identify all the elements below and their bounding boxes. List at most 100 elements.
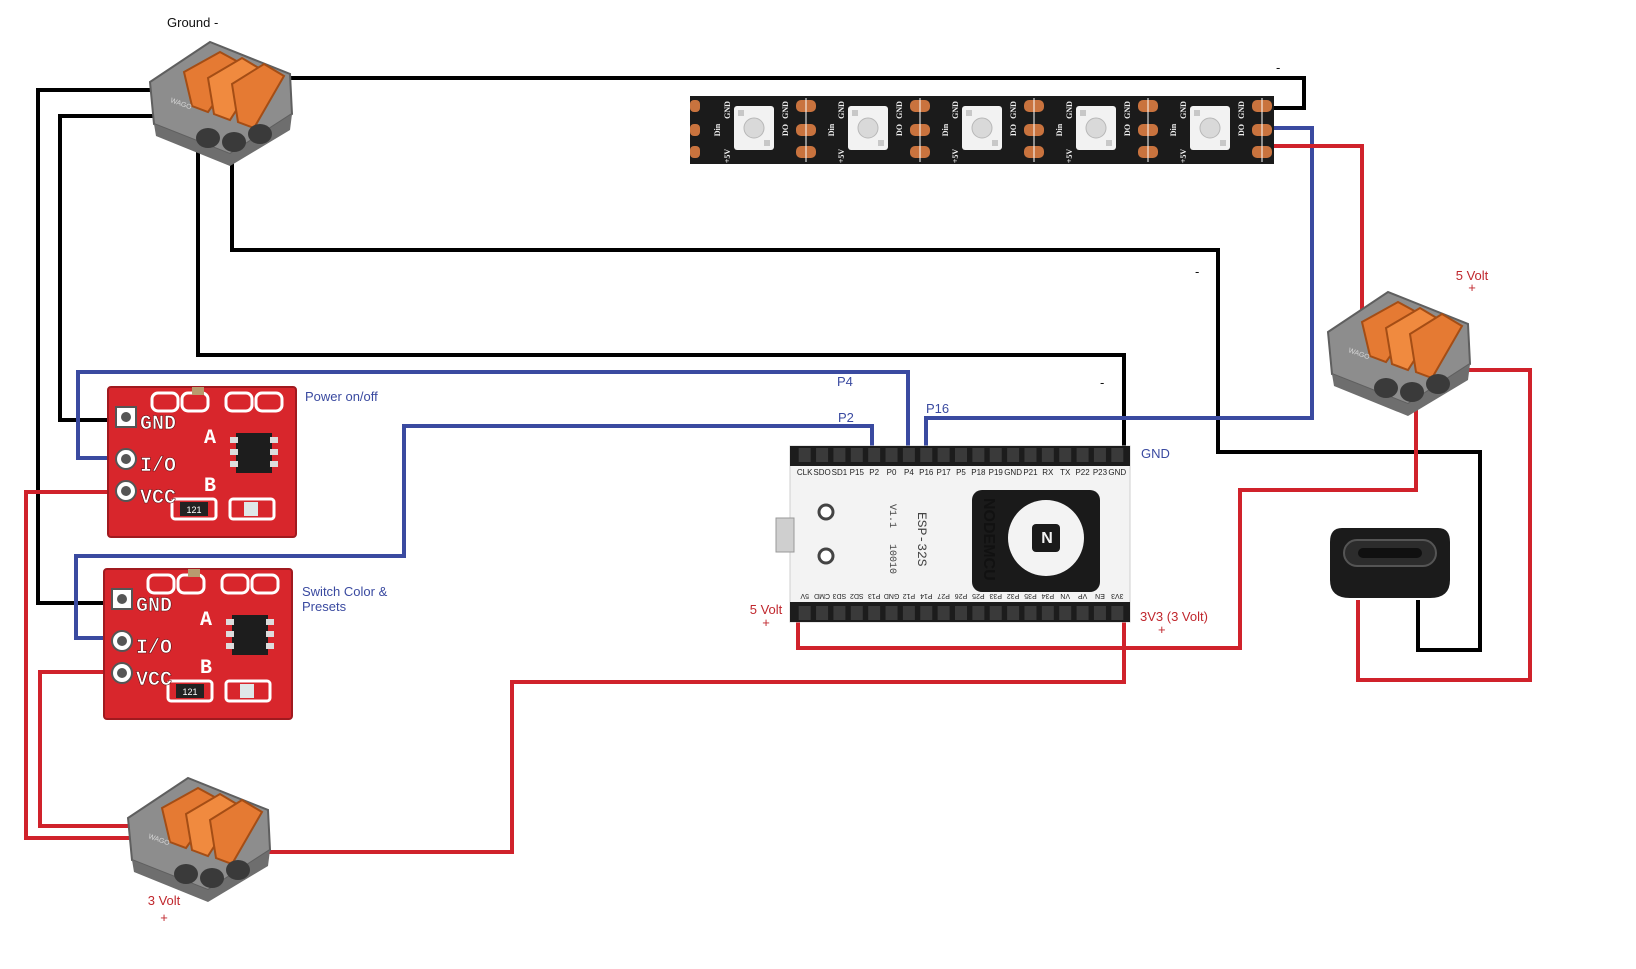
esp32-bottom-pin-label: P32 [1007,592,1020,599]
led-strip-din-label: Din [713,123,722,136]
esp32-header-pin [1041,606,1054,620]
esp32-header-pin [1111,448,1124,462]
esp32-header-pin [816,606,829,620]
esp32-header-pin [1059,448,1072,462]
esp32-logo-chip [1032,524,1060,552]
copper-pad [690,124,700,136]
ground-wire-power-switch [58,114,158,422]
esp-five-volt-plus: + [762,615,770,630]
components: DinGND+5VDOGNDDinGND+5VDOGNDDinGND+5VDOG… [102,41,1471,903]
esp32-logo-letter: N [1041,530,1053,547]
data-wire-p4 [76,370,910,460]
esp32-top-pin-label: P17 [937,468,952,477]
five-volt-top-label: 5 Volt [1455,268,1489,283]
led-pad [852,110,858,116]
esp32-header-pin [902,448,915,462]
led-pad [1194,110,1200,116]
esp32-top-pin-label: P5 [956,468,966,477]
esp32-header-pin [885,606,898,620]
esp32-header-pin [1093,448,1106,462]
esp32-button-hole [817,503,835,521]
p2-label: P2 [838,410,854,425]
esp32-button-hole [817,547,835,565]
led-lens [1085,117,1107,139]
led-strip-5v-label: +5V [837,149,846,164]
esp32-bottom-pin-label: SD2 [850,592,864,599]
data-wire-p2 [74,424,874,640]
esp32-code: 10010 [886,544,897,574]
esp32-bottom-pin-label: P34 [1042,592,1055,599]
esp32-header-pin [1007,606,1020,620]
esp32-header-pin [989,448,1002,462]
esp32-header-pin [868,448,881,462]
esp32-header-pin [833,448,846,462]
esp32-top-pin-label: GND [1108,468,1126,477]
esp-3v3-label: 3V3 (3 Volt) [1140,609,1208,624]
led-strip-gnd-label: GND [1065,101,1074,119]
led-strip-do-label: DO [1123,124,1132,136]
led-pad [992,140,998,146]
esp32-header-pin [937,606,950,620]
esp32-header-pin [1076,606,1089,620]
esp32-header-pin [1041,448,1054,462]
wires [24,76,1532,854]
esp32-header-pin [816,448,829,462]
esp32-header-pin [1111,606,1124,620]
touch-pin-label: GND [140,413,176,436]
mid-ground-dash: - [1195,264,1200,279]
led-pad [1080,110,1086,116]
led-strip-do-label: DO [895,124,904,136]
led-strip-din-label: Din [827,123,836,136]
esp32-bottom-pin-label: VP [1078,592,1088,599]
esp32-usb-port [775,517,795,553]
esp32-bottom-pin-label: SD3 [833,592,847,599]
esp32-top-pin-label: P22 [1075,468,1090,477]
touch-pin-label: VCC [140,487,176,510]
esp32-header-pin [868,606,881,620]
esp32-bottom-pin-label: P27 [937,592,950,599]
led-pad [1106,140,1112,146]
esp32-top-pin-label: TX [1060,468,1071,477]
esp32-bottom-pin-label: 5V [800,592,809,599]
esp32-bottom-pin-label: 3V3 [1111,592,1124,599]
esp32-header-pin [972,606,985,620]
esp32-bottom-pin-label: P25 [972,592,985,599]
esp32-bottom-pin-label: P13 [868,592,881,599]
esp32-header-pin [1076,448,1089,462]
led-strip-gnd-label: GND [895,101,904,119]
led-pad [738,110,744,116]
esp32-header-pin [850,606,863,620]
led-strip-din-label: Din [1169,123,1178,136]
wago-connector-ground [149,41,293,167]
esp32-top-pin-label: P16 [919,468,934,477]
led-pad [878,140,884,146]
touch-side-b-label: B [200,657,212,680]
esp32-header-pin [920,606,933,620]
power-wire-usb [1356,368,1532,682]
three-volt-label: 3 Volt [147,893,181,908]
ground-label: Ground - [167,15,219,30]
esp32-header-pin [1059,606,1072,620]
wago-connector-5v [1327,291,1471,417]
led-lens [1199,117,1221,139]
led-lens [971,117,993,139]
touch-board-pcb [106,385,298,539]
power-switch-label: Power on/off [305,389,378,404]
esp32-header-pin [1024,448,1037,462]
esp32-top-pin-label: SD1 [832,468,848,477]
esp32-header-pin [1093,606,1106,620]
led-strip-5v-label: +5V [1179,149,1188,164]
esp32-header-pin [798,448,811,462]
esp32-top-pin-label: GND [1004,468,1022,477]
led-pad [764,140,770,146]
esp32-header-pin [850,448,863,462]
esp32-header-pin [885,448,898,462]
led-strip-do-label: DO [1009,124,1018,136]
esp32-top-pin-label: RX [1042,468,1054,477]
p4-label: P4 [837,374,853,389]
gnd-label: GND [1141,446,1170,461]
ground-wire-usb [230,150,1482,652]
touch-board-pcb [102,567,294,721]
